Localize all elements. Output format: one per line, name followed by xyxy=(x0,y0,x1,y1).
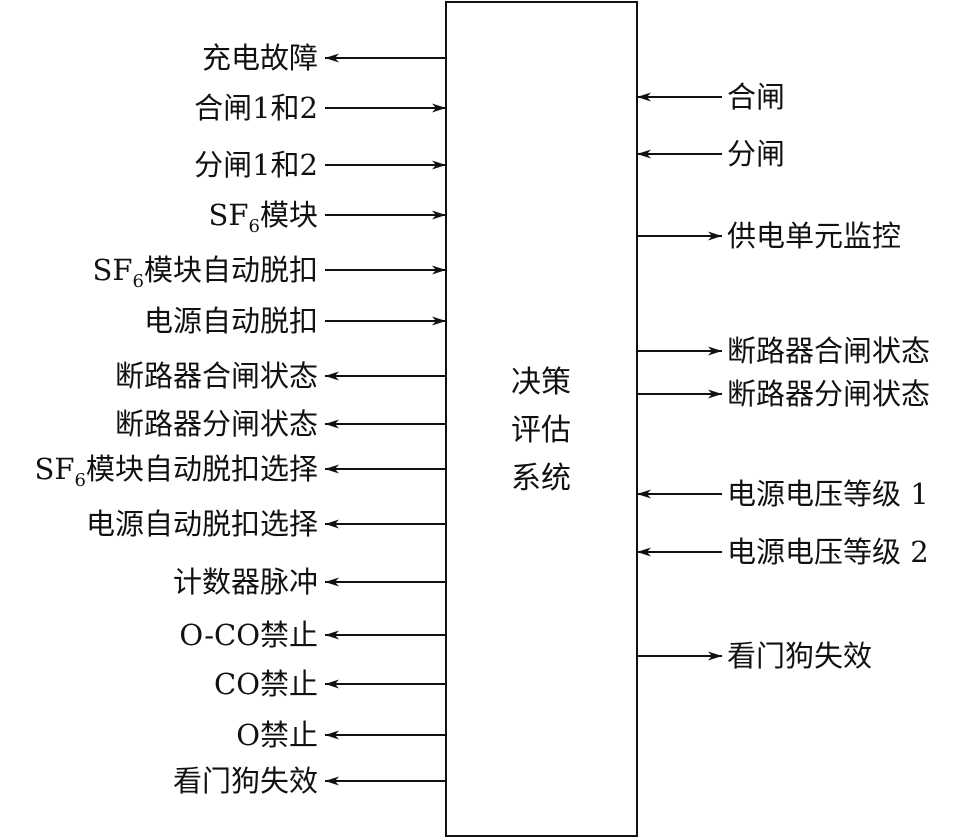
arrow-head-outgoing xyxy=(325,630,339,640)
arrow-head-outgoing xyxy=(708,231,722,241)
arrow-head-incoming xyxy=(637,489,651,499)
left-signal-label: SF6模块自动脱扣选择 xyxy=(35,452,318,491)
left-signal-label: 充电故障 xyxy=(202,41,318,75)
sf6-subscript: 6 xyxy=(75,470,86,491)
left-signal-2: 合闸1和2 xyxy=(194,91,446,125)
left-signal-label: CO禁止 xyxy=(214,667,318,701)
sf6-subscript: 6 xyxy=(249,216,260,237)
arrow-head-incoming xyxy=(637,149,651,159)
arrow-head-outgoing xyxy=(708,651,722,661)
left-signal-9: SF6模块自动脱扣选择 xyxy=(35,452,446,491)
arrow-head-outgoing xyxy=(325,577,339,587)
arrow-head-outgoing xyxy=(325,519,339,529)
left-signal-8: 断路器分闸状态 xyxy=(115,407,446,441)
arrow-head-incoming xyxy=(432,160,446,170)
left-signal-11: 计数器脉冲 xyxy=(173,565,446,599)
sf6-prefix: SF xyxy=(93,253,133,287)
right-signal-label: 断路器分闸状态 xyxy=(727,377,930,411)
left-signal-4: SF6模块 xyxy=(209,198,446,237)
system-box-label-line-3: 系统 xyxy=(511,461,571,496)
left-signal-15: 看门狗失效 xyxy=(173,764,446,798)
right-signal-label: 看门狗失效 xyxy=(727,639,872,673)
arrow-head-incoming xyxy=(637,547,651,557)
arrow-head-outgoing xyxy=(325,419,339,429)
left-signal-label: 断路器分闸状态 xyxy=(115,407,318,441)
arrow-head-outgoing xyxy=(325,464,339,474)
left-signal-1: 充电故障 xyxy=(202,41,446,75)
left-signal-label: 电源自动脱扣选择 xyxy=(86,507,318,541)
right-signal-label: 供电单元监控 xyxy=(727,219,901,253)
right-signal-4: 断路器合闸状态 xyxy=(637,334,930,368)
left-signal-3: 分闸1和2 xyxy=(194,148,446,182)
arrow-head-incoming xyxy=(432,316,446,326)
left-signal-label: 断路器合闸状态 xyxy=(115,359,318,393)
arrow-head-incoming xyxy=(432,265,446,275)
left-signal-label: O-CO禁止 xyxy=(179,618,318,652)
left-signal-6: 电源自动脱扣 xyxy=(144,304,446,338)
left-signal-label: SF6模块 xyxy=(209,198,318,237)
arrow-head-incoming xyxy=(637,92,651,102)
system-box-label-line-1: 决策 xyxy=(511,365,571,400)
left-signal-7: 断路器合闸状态 xyxy=(115,359,446,393)
signal-text: 模块自动脱扣 xyxy=(144,253,318,287)
sf6-subscript: 6 xyxy=(133,271,144,292)
left-signal-14: O禁止 xyxy=(236,718,446,752)
arrow-head-incoming xyxy=(432,210,446,220)
right-signal-6: 电源电压等级 1 xyxy=(637,477,929,511)
sf6-prefix: SF xyxy=(35,452,75,486)
left-signal-10: 电源自动脱扣选择 xyxy=(86,507,446,541)
left-signal-label: 计数器脉冲 xyxy=(173,565,318,599)
arrow-head-outgoing xyxy=(325,730,339,740)
left-signal-label: 看门狗失效 xyxy=(173,764,318,798)
right-signal-2: 分闸 xyxy=(637,137,785,171)
sf6-prefix: SF xyxy=(209,198,249,232)
right-signal-5: 断路器分闸状态 xyxy=(637,377,930,411)
right-signal-7: 电源电压等级 2 xyxy=(637,535,929,569)
right-signal-3: 供电单元监控 xyxy=(637,219,901,253)
arrow-head-outgoing xyxy=(708,346,722,356)
left-signal-label: O禁止 xyxy=(236,718,318,752)
left-signal-label: SF6模块自动脱扣 xyxy=(93,253,318,292)
right-signal-label: 电源电压等级 1 xyxy=(727,477,929,511)
arrow-head-outgoing xyxy=(325,776,339,786)
left-signal-13: CO禁止 xyxy=(214,667,446,701)
right-signal-label: 断路器合闸状态 xyxy=(727,334,930,368)
right-signal-8: 看门狗失效 xyxy=(637,639,872,673)
left-signal-12: O-CO禁止 xyxy=(179,618,446,652)
signal-text: 模块自动脱扣选择 xyxy=(86,452,318,486)
left-signal-label: 分闸1和2 xyxy=(194,148,318,182)
signal-text: 模块 xyxy=(260,198,318,232)
arrow-head-outgoing xyxy=(325,53,339,63)
left-signal-group: 充电故障合闸1和2分闸1和2SF6模块SF6模块自动脱扣电源自动脱扣断路器合闸状… xyxy=(35,41,446,798)
system-box-label-line-2: 评估 xyxy=(511,413,571,448)
arrow-head-outgoing xyxy=(325,679,339,689)
left-signal-label: 电源自动脱扣 xyxy=(144,304,318,338)
right-signal-1: 合闸 xyxy=(637,80,785,114)
arrow-head-outgoing xyxy=(325,371,339,381)
right-signal-label: 分闸 xyxy=(727,137,785,171)
left-signal-5: SF6模块自动脱扣 xyxy=(93,253,446,292)
arrow-head-outgoing xyxy=(708,389,722,399)
right-signal-label: 合闸 xyxy=(727,80,785,114)
arrow-head-incoming xyxy=(432,103,446,113)
decision-evaluation-system-box xyxy=(445,1,638,837)
right-signal-label: 电源电压等级 2 xyxy=(727,535,929,569)
left-signal-label: 合闸1和2 xyxy=(194,91,318,125)
